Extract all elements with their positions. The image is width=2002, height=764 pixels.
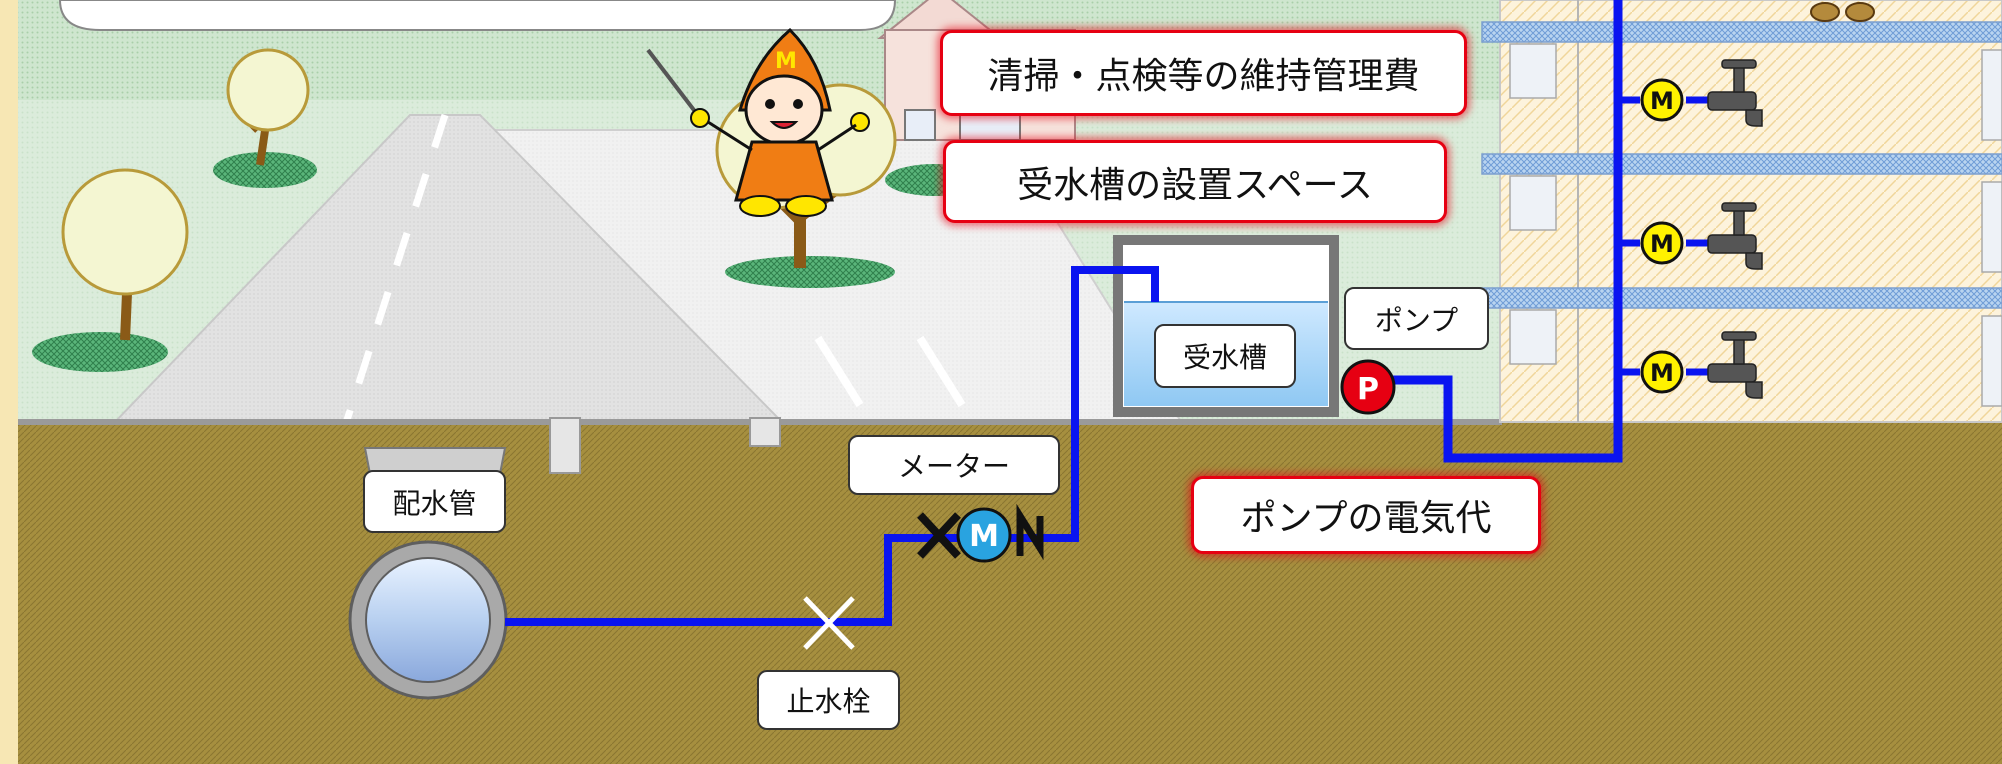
- callout-tank-space-text: 受水槽の設置スペース: [1017, 164, 1373, 206]
- label-receiving-tank-text: 受水槽: [1182, 341, 1267, 374]
- supply-pipe: [505, 266, 1159, 626]
- tree-icon: [213, 48, 317, 188]
- label-distribution-pipe: 配水管: [363, 470, 506, 533]
- distribution-pipe: [348, 447, 508, 700]
- unit-meter-icon: M: [1640, 78, 1684, 122]
- unit-meter-letter: M: [1650, 87, 1674, 115]
- callout-tank-space: 受水槽の設置スペース: [943, 140, 1447, 223]
- label-stop-valve-text: 止水栓: [786, 685, 871, 718]
- unit-meter-icon: M: [1640, 221, 1684, 265]
- pump-letter: P: [1357, 372, 1379, 407]
- tree-icon: [32, 168, 189, 372]
- riser-pipe: [1390, 0, 1623, 463]
- faucet-icon: [1707, 59, 1763, 127]
- callout-pump-electricity-text: ポンプの電気代: [1240, 498, 1492, 539]
- mascot-letter: M: [775, 49, 797, 74]
- unit-meter-letter: M: [1650, 359, 1674, 387]
- main-meter-letter: M: [969, 519, 999, 554]
- unit-meter-icon: M: [1640, 350, 1684, 394]
- label-pump: ポンプ: [1344, 287, 1489, 350]
- mascot-character: M: [646, 27, 870, 217]
- parking-line: [814, 335, 864, 408]
- label-pump-text: ポンプ: [1374, 303, 1459, 337]
- pump-icon: P: [1340, 359, 1396, 415]
- faucet-icon: [1707, 331, 1763, 399]
- label-meter-text: メーター: [897, 450, 1010, 483]
- speech-bubble: [58, 0, 897, 31]
- frame-left: [0, 0, 18, 764]
- label-distribution-pipe-text: 配水管: [392, 486, 477, 520]
- callout-maintenance-cost: 清掃・点検等の維持管理費: [940, 30, 1467, 116]
- parking-line: [916, 335, 966, 408]
- faucet-icon: [1707, 202, 1763, 270]
- label-meter: メーター: [848, 435, 1060, 495]
- callout-maintenance-cost-text: 清掃・点検等の維持管理費: [987, 56, 1420, 97]
- label-stop-valve: 止水栓: [757, 670, 900, 730]
- stop-valve-icon: [803, 596, 855, 650]
- callout-pump-electricity: ポンプの電気代: [1191, 476, 1541, 554]
- main-meter-icon: M: [917, 503, 1044, 563]
- label-receiving-tank: 受水槽: [1154, 324, 1296, 388]
- unit-meter-letter: M: [1650, 230, 1674, 258]
